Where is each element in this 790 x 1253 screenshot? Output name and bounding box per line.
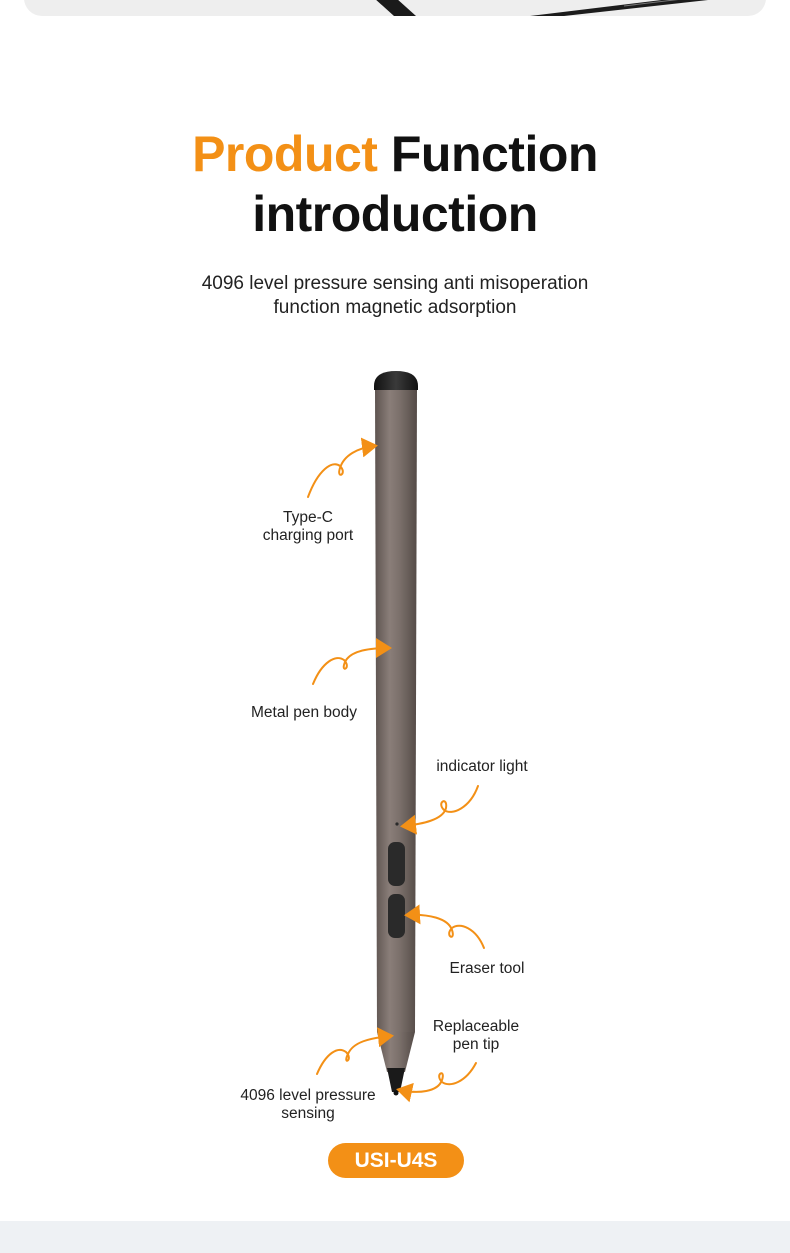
arrow-metal-body <box>312 638 392 685</box>
feature-subtitle: 4096 level pressure sensing anti misoper… <box>0 272 790 320</box>
arrow-pen-tip <box>396 1062 477 1103</box>
label-pen-tip-line2: pen tip <box>452 1036 500 1053</box>
title-rest: Function <box>377 126 599 182</box>
next-section-strip <box>0 1221 790 1253</box>
subtitle-line1: 4096 level pressure sensing anti misoper… <box>201 273 589 294</box>
label-pen-tip: Replaceable pen tip <box>426 1018 526 1054</box>
previous-section-card <box>24 0 766 16</box>
indicator-light-dot <box>395 822 399 826</box>
pen-tip <box>387 1068 405 1092</box>
model-badge: USI-U4S <box>328 1143 464 1178</box>
arrow-indicator <box>400 785 479 835</box>
label-pressure-line2: sensing <box>281 1105 335 1122</box>
title-line2: introduction <box>252 186 538 242</box>
arrow-pressure <box>316 1027 394 1075</box>
pen-body <box>374 371 418 1096</box>
label-type-c: Type-C charging port <box>256 509 360 545</box>
arrow-eraser <box>404 904 485 949</box>
label-type-c-line1: Type-C <box>283 509 333 526</box>
pen-button-lower <box>388 894 405 938</box>
arrow-type-c <box>307 437 378 498</box>
label-pen-tip-line1: Replaceable <box>432 1018 520 1035</box>
pen-cap <box>374 371 418 390</box>
label-metal-body: Metal pen body <box>251 704 357 721</box>
label-pressure-line1: 4096 level pressure <box>240 1087 376 1104</box>
page-title: Product Function introduction <box>0 124 790 244</box>
label-indicator-light: indicator light <box>436 758 528 775</box>
pen-cone <box>377 1032 415 1072</box>
laptop-edge-image <box>376 0 708 16</box>
pen-button-upper <box>388 842 405 886</box>
label-type-c-line2: charging port <box>262 527 354 544</box>
subtitle-line2: function magnetic adsorption <box>273 297 517 318</box>
title-accent: Product <box>192 126 378 182</box>
label-eraser-tool: Eraser tool <box>449 960 525 977</box>
label-pressure: 4096 level pressure sensing <box>228 1087 388 1123</box>
